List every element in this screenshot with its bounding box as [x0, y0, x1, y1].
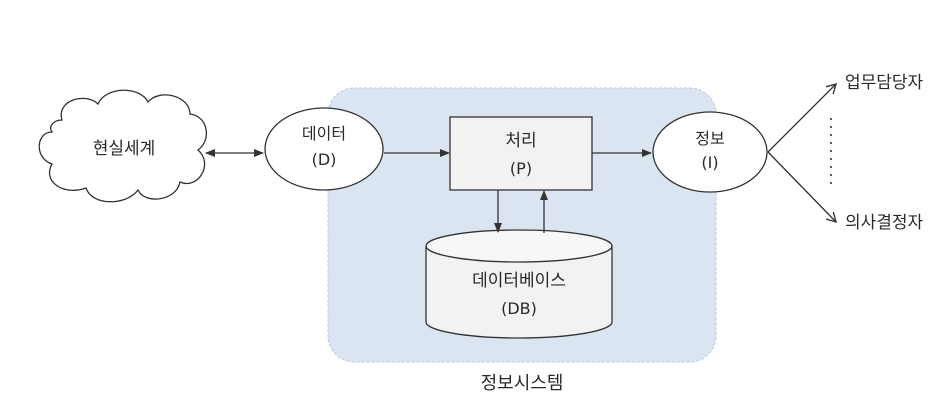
info-label: 정보 [695, 129, 725, 148]
decision-maker-label: 의사결정자 [845, 213, 924, 233]
info-to-staff-arrow [767, 82, 838, 153]
process-abbr: (P) [509, 159, 533, 178]
data-label: 데이터 [301, 124, 347, 143]
real-world-label: 현실세계 [92, 139, 156, 159]
info-to-decision-arrow [767, 151, 838, 224]
info-abbr: (I) [701, 153, 719, 172]
information-system-region [327, 87, 717, 363]
real-world-cloud-shape [38, 89, 208, 203]
data-abbr: (D) [311, 150, 337, 169]
data-ellipse-shape [264, 107, 384, 191]
database-label: 데이터베이스 [472, 271, 566, 291]
database-abbr: (DB) [501, 299, 537, 318]
information-system-label: 정보시스템 [480, 373, 564, 394]
staff-label: 업무담당자 [845, 73, 924, 93]
info-ellipse-shape [652, 111, 768, 193]
process-label: 처리 [505, 131, 537, 151]
process-box-shape [449, 116, 593, 191]
database-cylinder-shape [425, 229, 613, 339]
